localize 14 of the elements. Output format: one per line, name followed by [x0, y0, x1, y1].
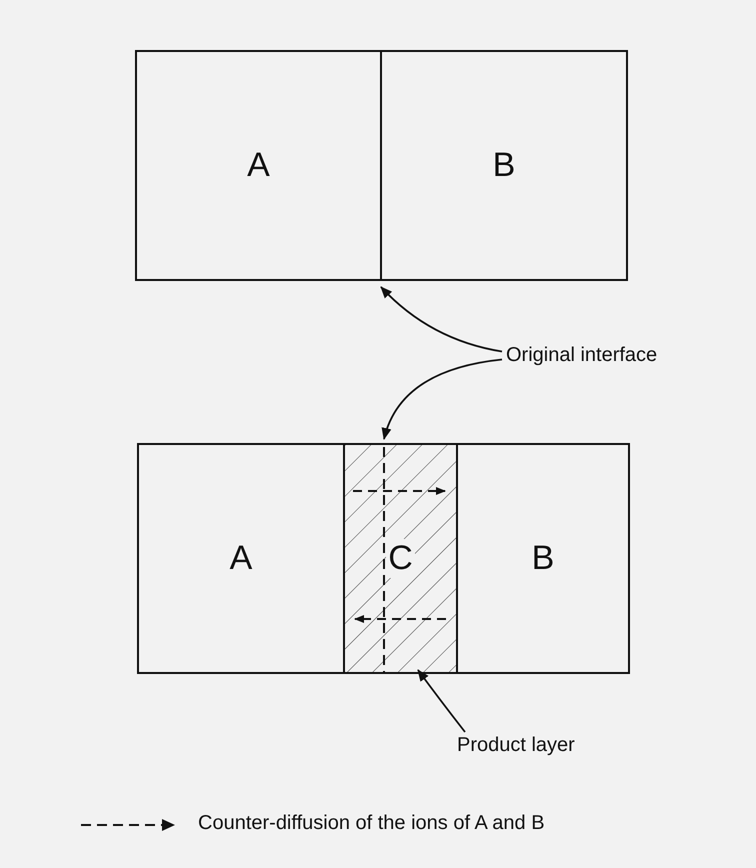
region-label: B	[492, 146, 516, 185]
region-box	[456, 443, 630, 674]
legend-label: Counter-diffusion of the ions of A and B	[198, 812, 545, 835]
callout-label: Product layer	[457, 734, 575, 757]
leader-arrow	[417, 669, 466, 733]
leader-arrow	[382, 358, 502, 440]
callout-label: Original interface	[506, 344, 658, 367]
interface-line	[380, 50, 382, 281]
interface-line	[383, 447, 385, 674]
leader-arrow	[380, 286, 502, 352]
region-label: A	[247, 146, 270, 185]
region-label: A	[230, 539, 252, 578]
region-label: C	[386, 539, 415, 578]
region-label: B	[532, 539, 554, 578]
